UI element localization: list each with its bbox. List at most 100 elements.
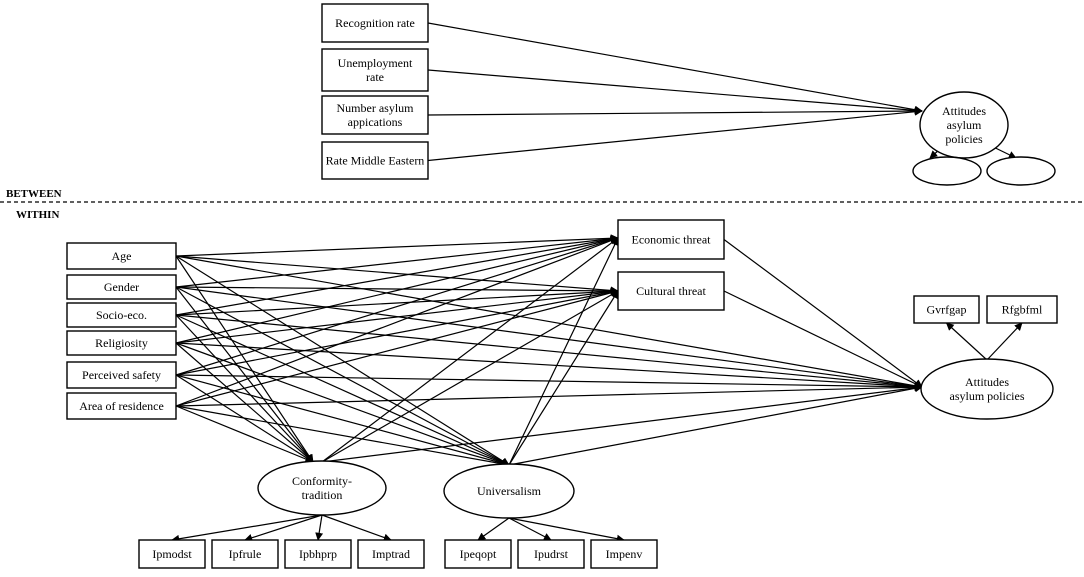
node-label: Rfgbfml [1002, 303, 1043, 317]
edge-conformity-to-ipmodst [171, 514, 323, 543]
node-label: Cultural threat [636, 284, 706, 298]
edge-religiosity-to-economic [175, 235, 619, 344]
node-label: Imptrad [372, 547, 410, 561]
node-label: rate [366, 70, 384, 84]
observed-box [66, 242, 177, 270]
edge-safety-to-universalism [175, 374, 510, 467]
node-ipmodst: Ipmodst [138, 539, 206, 569]
edge-socio-to-att-within [175, 314, 923, 391]
node-label: appications [348, 115, 403, 129]
node-socio: Socio-eco. [66, 302, 177, 328]
edge-att-within-to-rfgbfml [986, 322, 1023, 361]
indicator-box [444, 539, 512, 569]
node-label: Economic threat [632, 233, 712, 247]
node-cultural: Cultural threat [617, 271, 725, 311]
edge-age-to-economic [175, 234, 619, 257]
edge-universalism-to-ipudrst [508, 517, 552, 541]
node-ind-b2 [986, 156, 1056, 186]
node-label: Socio-eco. [96, 308, 147, 322]
observed-box [66, 274, 177, 300]
edge-conformity-to-economic [321, 237, 619, 463]
edge-residence-to-att-within [175, 383, 923, 407]
edge-att-within-to-gvrfgap [945, 322, 988, 361]
node-label: asylum policies [950, 389, 1025, 403]
observed-box [321, 3, 429, 43]
node-label: Attitudes [942, 104, 986, 118]
node-label: Ipmodst [152, 547, 192, 561]
edge-conformity-to-att-within [321, 383, 923, 463]
indicator-box [986, 295, 1058, 324]
node-gvrfgap: Gvrfgap [913, 295, 980, 324]
edge-age-to-att-within [175, 255, 923, 390]
edge-residence-to-universalism [175, 405, 510, 468]
edge-universalism-to-att-within [508, 384, 923, 466]
node-label: Recognition rate [335, 16, 415, 30]
node-label: Ipfrule [229, 547, 262, 561]
observed-box [617, 219, 725, 260]
node-label: Ipudrst [534, 547, 569, 561]
latent-ellipse [920, 358, 1054, 420]
edge-gender-to-cultural [175, 286, 619, 295]
node-rfgbfml: Rfgbfml [986, 295, 1058, 324]
latent-ellipse [919, 91, 1009, 159]
edges [171, 22, 1023, 543]
node-recognition: Recognition rate [321, 3, 429, 43]
node-label: Number asylum [337, 101, 415, 115]
observed-box [66, 392, 177, 420]
node-label: Conformity- [292, 474, 352, 488]
latent-ellipse [257, 460, 387, 516]
node-label: Age [112, 249, 132, 263]
observed-box [66, 330, 177, 356]
edge-gender-to-att-within [175, 286, 923, 391]
node-label: Religiosity [95, 336, 148, 350]
edge-conformity-to-cultural [321, 290, 619, 463]
indicator-box [138, 539, 206, 569]
edge-universalism-to-ipeqopt [477, 517, 510, 541]
indicator-ellipse [912, 156, 982, 186]
edge-safety-to-economic [175, 236, 619, 376]
edge-gender-to-conformity [175, 286, 314, 463]
indicator-box [211, 539, 279, 569]
edge-age-to-cultural [175, 255, 619, 295]
edge-residence-to-economic [175, 236, 619, 407]
node-label: Unemployment [338, 56, 413, 70]
node-label: tradition [302, 488, 343, 502]
edge-universalism-to-economic [508, 237, 619, 466]
node-label: Perceived safety [82, 368, 161, 382]
node-economic: Economic threat [617, 219, 725, 260]
node-ipeqopt: Ipeqopt [444, 539, 512, 569]
indicator-box [913, 295, 980, 324]
indicator-box [357, 539, 425, 569]
node-conformity: Conformity-tradition [257, 460, 387, 516]
edge-religiosity-to-conformity [175, 342, 314, 463]
node-label: asylum [947, 118, 982, 132]
node-ind-b1 [912, 156, 982, 186]
edge-residence-to-conformity [175, 405, 314, 463]
edge-safety-to-cultural [175, 288, 619, 376]
node-middle-eastern: Rate Middle Eastern [321, 141, 429, 180]
observed-box [66, 302, 177, 328]
section-divider: BETWEEN WITHIN [0, 188, 1084, 221]
edge-economic-to-att-within [723, 239, 923, 388]
edge-middle-eastern-to-att-between [427, 107, 923, 162]
node-religiosity: Religiosity [66, 330, 177, 356]
node-imptrad: Imptrad [357, 539, 425, 569]
edge-conformity-to-ipfrule [244, 514, 323, 542]
indicator-box [284, 539, 352, 569]
edge-religiosity-to-att-within [175, 342, 923, 391]
node-label: Rate Middle Eastern [326, 154, 425, 168]
node-gender: Gender [66, 274, 177, 300]
edge-universalism-to-cultural [508, 290, 619, 466]
edge-recognition-to-att-between [427, 22, 923, 114]
indicator-box [590, 539, 658, 569]
node-label: Ipeqopt [460, 547, 497, 561]
observed-box [321, 95, 429, 135]
node-impenv: Impenv [590, 539, 658, 569]
edge-universalism-to-impenv [508, 517, 625, 543]
node-age: Age [66, 242, 177, 270]
